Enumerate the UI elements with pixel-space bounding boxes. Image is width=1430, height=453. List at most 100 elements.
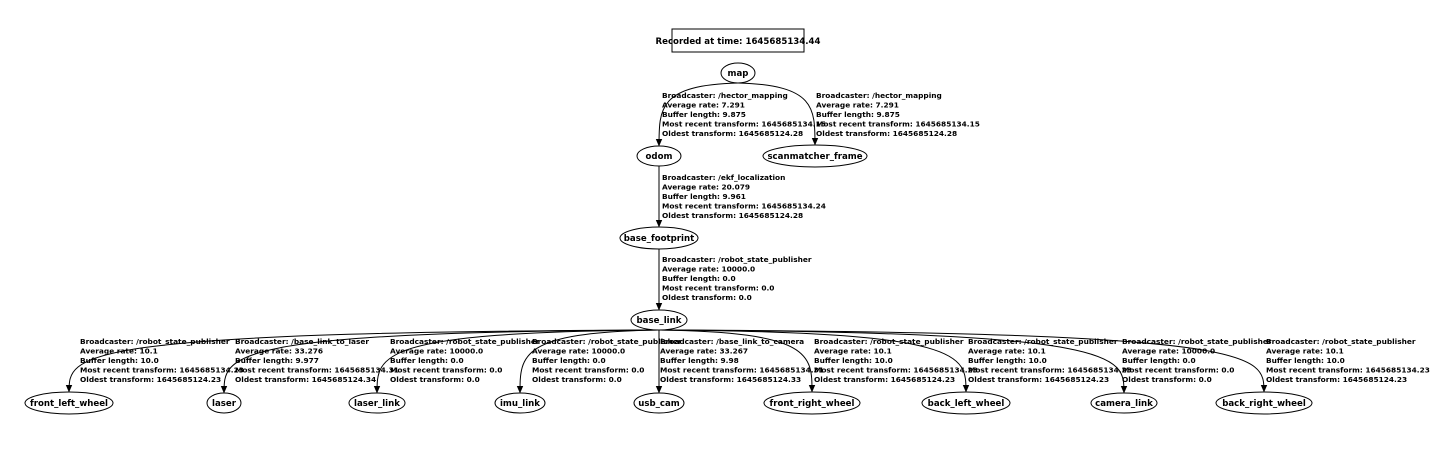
node-ellipse — [1090, 392, 1158, 414]
node-odom: odom — [636, 145, 682, 167]
edge-label-line: Most recent transform: 1645685134.23 — [814, 366, 978, 375]
edge-label-line: Average rate: 10000.0 — [532, 347, 625, 356]
edge-label-line: Average rate: 10000.0 — [662, 265, 755, 274]
edge-label-line: Buffer length: 0.0 — [662, 274, 736, 283]
node-front-right-wheel: front_right_wheel — [763, 391, 861, 415]
edge-label-line: Buffer length: 0.0 — [390, 356, 464, 365]
edge-label-line: Most recent transform: 1645685134.31 — [660, 366, 824, 375]
edge-label-line: Broadcaster: /robot_state_publisher — [814, 337, 964, 346]
edge-arrow — [658, 329, 816, 393]
edge-label-line: Average rate: 7.291 — [816, 101, 899, 110]
edge-label-line: Oldest transform: 1645685124.33 — [660, 375, 801, 384]
edge-label-line: Most recent transform: 1645685134.23 — [1266, 366, 1430, 375]
edge-label-line: Average rate: 10.1 — [968, 347, 1046, 356]
edge-label-line: Oldest transform: 0.0 — [532, 375, 622, 384]
node-ellipse — [633, 392, 685, 414]
node-ellipse — [494, 392, 546, 414]
edge-label-line: Broadcaster: /hector_mapping — [816, 91, 942, 100]
node-label: back_right_wheel — [1222, 399, 1306, 409]
recorded-time-label: Recorded at time: 1645685134.44 — [656, 37, 821, 47]
node-base-link: base_link — [630, 309, 688, 331]
edge-label-line: Buffer length: 10.0 — [80, 356, 159, 365]
node-label: front_left_wheel — [30, 399, 108, 409]
node-laser-link: laser_link — [348, 392, 406, 414]
node-camera-link: camera_link — [1090, 392, 1158, 414]
edge-label-line: Broadcaster: /robot_state_publisher — [1266, 337, 1416, 346]
edge-label-line: Most recent transform: 1645685134.15 — [816, 120, 980, 129]
edge-label-line: Oldest transform: 1645685124.23 — [80, 375, 221, 384]
edge-label-line: Buffer length: 10.0 — [968, 356, 1047, 365]
node-usb-cam: usb_cam — [633, 392, 685, 414]
node-ellipse — [619, 226, 699, 250]
node-map: map — [720, 62, 756, 84]
edge-label-line: Average rate: 10000.0 — [390, 347, 483, 356]
edge-label-line: Most recent transform: 0.0 — [1122, 366, 1234, 375]
node-label: usb_cam — [638, 399, 680, 409]
edge-arrow — [737, 82, 819, 146]
edge-arrow — [516, 329, 660, 394]
node-ellipse — [763, 391, 861, 415]
node-ellipse — [636, 145, 682, 167]
node-back-right-wheel: back_right_wheel — [1215, 391, 1313, 415]
edge-label-line: Most recent transform: 1645685134.15 — [662, 120, 826, 129]
edge-label-line: Oldest transform: 0.0 — [662, 293, 752, 302]
edge-arrow — [373, 329, 660, 394]
edge-label-line: Oldest transform: 1645685124.34 — [235, 375, 376, 384]
node-imu-link: imu_link — [494, 392, 546, 414]
edge-arrow — [65, 329, 660, 393]
node-label: back_left_wheel — [928, 399, 1005, 409]
node-laser: laser — [206, 392, 242, 414]
edge-arrow — [658, 329, 1268, 393]
node-base-footprint: base_footprint — [619, 226, 699, 250]
edge-label-line: Most recent transform: 0.0 — [532, 366, 644, 375]
edge-label-line: Most recent transform: 1645685134.24 — [662, 202, 826, 211]
edge-label-line: Broadcaster: /hector_mapping — [662, 91, 788, 100]
node-ellipse — [348, 392, 406, 414]
edge-label-line: Average rate: 10.1 — [80, 347, 158, 356]
edge-label-line: Oldest transform: 0.0 — [1122, 375, 1212, 384]
edge-label-line: Broadcaster: /robot_state_publisher — [80, 337, 230, 346]
node-label: camera_link — [1095, 399, 1153, 409]
edge-label-line: Broadcaster: /ekf_localization — [662, 173, 785, 182]
edge-label-line: Average rate: 7.291 — [662, 101, 745, 110]
edge-label-line: Broadcaster: /robot_state_publisher — [662, 255, 812, 264]
recorded-time-box: Recorded at time: 1645685134.44 — [656, 28, 821, 53]
node-label: base_footprint — [624, 234, 694, 244]
node-ellipse — [24, 391, 114, 415]
edge-label-line: Oldest transform: 1645685124.23 — [1266, 375, 1407, 384]
edge-label-line: Buffer length: 9.875 — [816, 110, 900, 119]
node-label: scanmatcher_frame — [767, 152, 862, 162]
edge-label-line: Buffer length: 9.961 — [662, 192, 746, 201]
node-ellipse — [630, 309, 688, 331]
edge-label-line: Buffer length: 9.875 — [662, 110, 746, 119]
edge-label-line: Most recent transform: 1645685134.23 — [968, 366, 1132, 375]
node-label: map — [728, 69, 749, 79]
edge-label-line: Buffer length: 0.0 — [532, 356, 606, 365]
edge-label-line: Buffer length: 10.0 — [814, 356, 893, 365]
edge-label-line: Average rate: 33.276 — [235, 347, 323, 356]
edge-label-line: Most recent transform: 0.0 — [390, 366, 502, 375]
edge-arrow — [658, 329, 1128, 394]
edge-label-line: Most recent transform: 1645685134.31 — [235, 366, 399, 375]
edge-label-line: Broadcaster: /base_link_to_camera — [660, 337, 804, 346]
node-ellipse — [720, 62, 756, 84]
